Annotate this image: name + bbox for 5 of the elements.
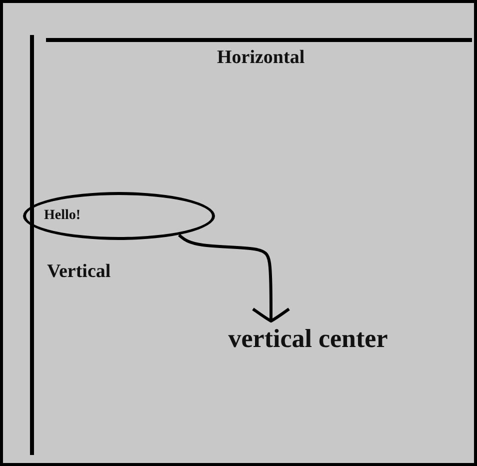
axis-label: Vertical [47, 261, 111, 283]
node-text: vertical center [228, 324, 388, 354]
speech-ellipse [23, 192, 215, 240]
axis-label: Horizontal [217, 47, 305, 69]
node-text: Hello! [44, 208, 81, 224]
